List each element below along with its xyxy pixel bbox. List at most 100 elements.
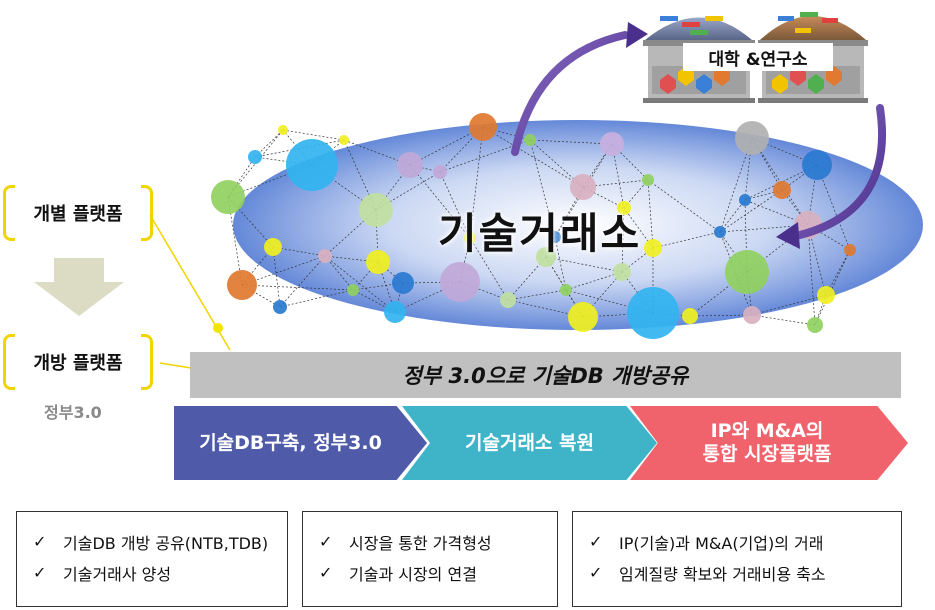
network-node	[397, 152, 423, 178]
network-edge	[227, 164, 313, 198]
network-node	[817, 286, 835, 304]
network-node	[524, 134, 536, 146]
network-edge	[439, 171, 471, 239]
network-node	[773, 181, 791, 199]
network-node	[735, 121, 769, 155]
network-node	[248, 150, 262, 164]
network-node	[464, 232, 476, 244]
network-edge	[482, 126, 584, 188]
network-edge	[611, 143, 625, 209]
network-edge	[241, 284, 281, 308]
open-platform-box: 개방 플랫폼	[3, 334, 153, 390]
network-node	[714, 226, 726, 238]
network-edge	[324, 255, 354, 291]
check-icon: ✓	[319, 532, 333, 551]
connector-dot-network	[213, 323, 223, 333]
step-integrated-market: IP와 M&A의 통합 시장플랫폼	[630, 406, 908, 480]
network-node	[725, 250, 769, 294]
network-edge	[507, 289, 567, 301]
network-edge	[751, 294, 827, 316]
benefit-box-3: ✓IP(기술)과 M&A(기업)의 거래 ✓임계질량 확보와 거래비용 축소	[572, 511, 902, 607]
step-exchange-restore: 기술거래소 복원	[402, 406, 657, 480]
individual-platform-label: 개별 플랫폼	[33, 204, 123, 225]
network-node	[627, 287, 679, 339]
step-tech-db: 기술DB구축, 정부3.0	[174, 406, 427, 480]
individual-platform-box: 개별 플랫폼	[3, 185, 153, 241]
network-edge	[324, 255, 396, 313]
network-edge	[459, 237, 471, 283]
network-node	[802, 150, 832, 180]
university-research-label: 대학 &연구소	[683, 43, 833, 71]
network-node	[433, 165, 447, 179]
step-tech-db-label: 기술DB구축, 정부3.0	[199, 431, 382, 454]
network-node	[440, 262, 480, 302]
network-edge	[279, 255, 326, 308]
network-edge	[227, 196, 243, 286]
network-node	[844, 244, 856, 256]
list-item: ✓임계질량 확보와 거래비용 축소	[589, 563, 826, 584]
network-node	[384, 301, 406, 323]
network-node	[392, 272, 414, 294]
curved-arrow-down-icon	[796, 104, 887, 239]
network-node	[278, 125, 288, 135]
network-node	[743, 306, 761, 324]
network-node	[264, 238, 282, 256]
network-edge	[565, 289, 654, 314]
network-node	[273, 300, 287, 314]
network-edge	[254, 129, 284, 158]
gov-db-sharing-text: 정부 3.0으로 기술DB 개방공유	[402, 364, 689, 388]
list-item: ✓IP(기술)과 M&A(기업)의 거래	[589, 532, 824, 553]
check-icon: ✓	[33, 563, 47, 582]
network-node	[568, 302, 598, 332]
benefit-box-1: ✓기술DB 개방 공유(NTB,TDB) ✓기술거래사 양성	[16, 511, 288, 607]
network-edge	[282, 129, 345, 141]
network-edge	[469, 126, 484, 239]
check-icon: ✓	[33, 532, 47, 551]
network-edge	[814, 249, 851, 326]
network-edge	[227, 196, 274, 248]
check-icon: ✓	[589, 563, 603, 582]
network-edge	[807, 224, 816, 326]
network-edge	[719, 189, 783, 233]
network-node	[318, 249, 332, 263]
step-integrated-market-label: IP와 M&A의 통합 시장플랫폼	[702, 420, 832, 465]
network-edge	[719, 199, 746, 233]
down-arrow	[34, 258, 124, 316]
network-nodes	[211, 113, 856, 339]
network-node	[339, 135, 349, 145]
benefit-box-2: ✓시장을 통한 가격형성 ✓기술과 시장의 연결	[302, 511, 558, 607]
network-edge	[241, 284, 354, 291]
network-center-label: 기술거래소	[438, 209, 642, 258]
network-edge	[582, 179, 649, 188]
check-icon: ✓	[589, 532, 603, 551]
network-edge	[227, 129, 284, 198]
network-edge	[469, 237, 509, 301]
network-edge	[647, 179, 721, 233]
network-edge	[816, 164, 851, 251]
network-node	[617, 201, 631, 215]
gov-label: 정부3.0	[44, 403, 102, 422]
list-item: ✓기술DB 개방 공유(NTB,TDB)	[33, 532, 269, 553]
network-node	[644, 239, 662, 257]
network-node	[570, 174, 596, 200]
list-item: ✓기술과 시장의 연결	[319, 563, 477, 584]
network-node	[807, 317, 823, 333]
list-item: ✓시장을 통한 가격형성	[319, 532, 492, 553]
network-node	[347, 284, 359, 296]
network-node	[227, 270, 257, 300]
network-node	[682, 308, 698, 324]
open-platform-label: 개방 플랫폼	[33, 353, 123, 374]
network-node	[536, 247, 556, 267]
network-node	[600, 132, 624, 156]
network-edge	[529, 139, 613, 145]
network-node	[359, 193, 393, 227]
network-node	[560, 284, 572, 296]
list-item: ✓기술거래사 양성	[33, 563, 172, 584]
network-edge	[554, 236, 567, 291]
network-node	[469, 113, 497, 141]
network-node	[211, 180, 245, 214]
network-edge	[529, 139, 556, 238]
network-node	[739, 194, 751, 206]
step-exchange-restore-label: 기술거래소 복원	[465, 431, 594, 454]
gov-db-sharing-bar: 정부 3.0으로 기술DB 개방공유	[190, 352, 901, 398]
